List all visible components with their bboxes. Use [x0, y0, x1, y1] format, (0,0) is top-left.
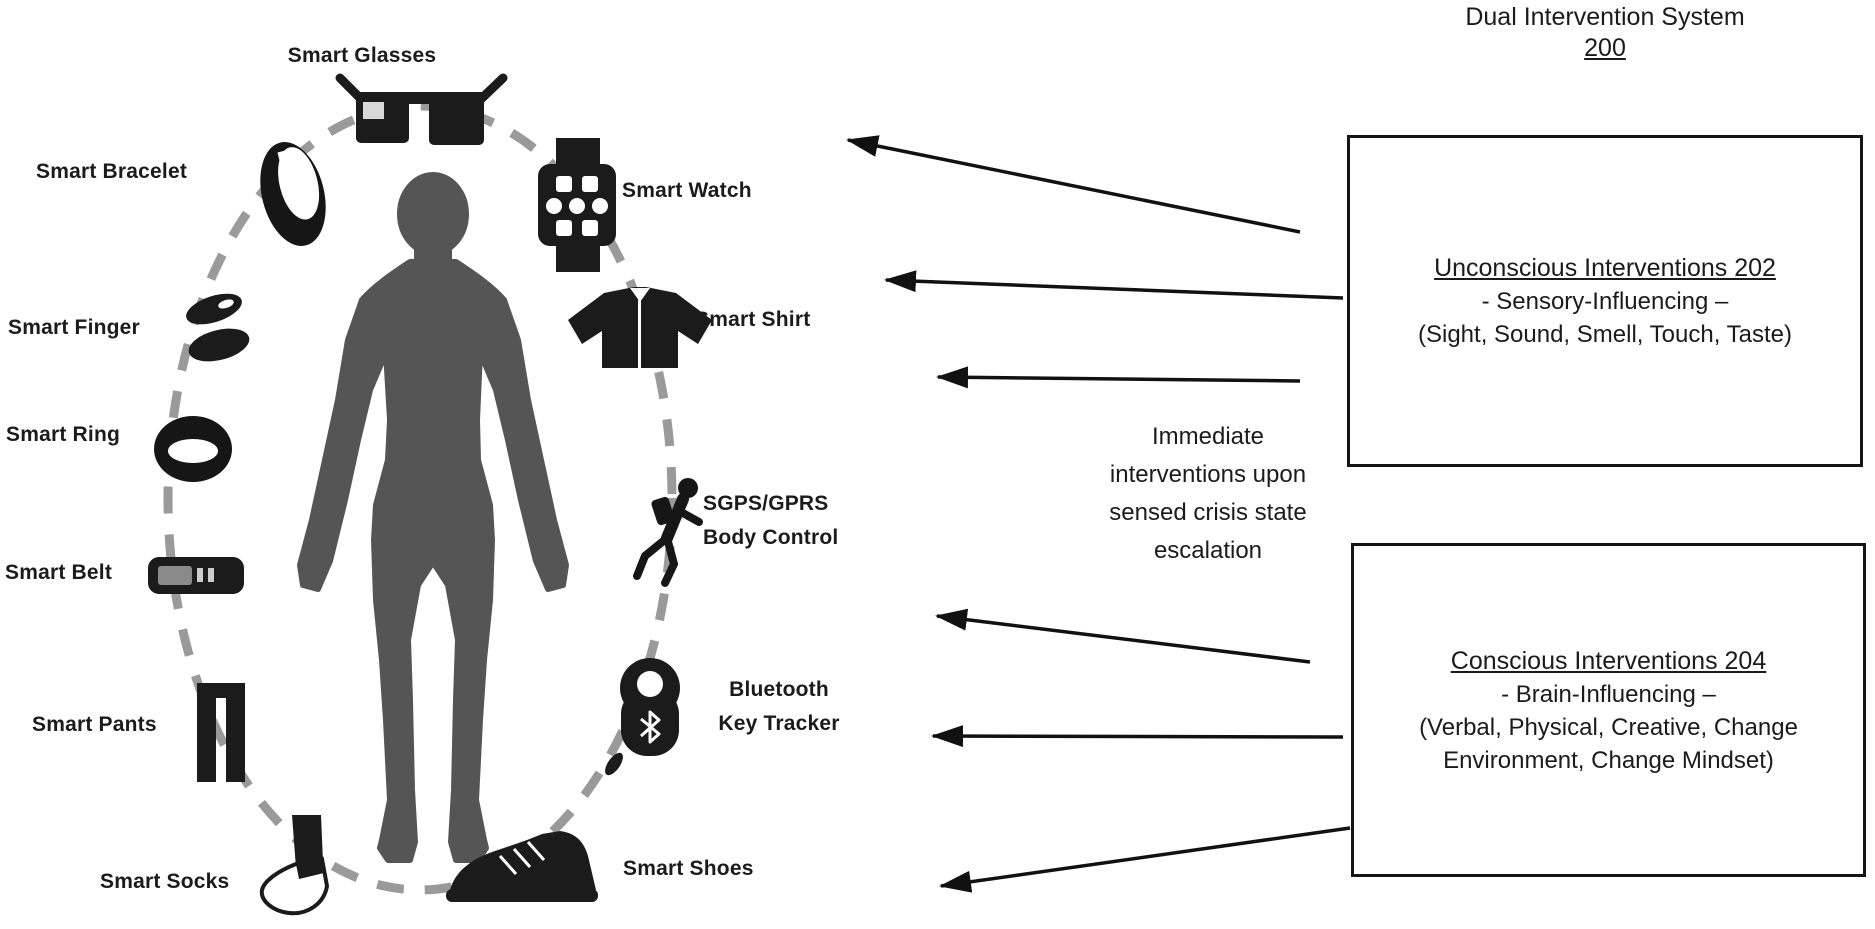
label-smart-shirt: Smart Shirt	[695, 308, 811, 331]
label-bluetooth-line2: Key Tracker	[718, 712, 840, 735]
label-bluetooth-line1: Bluetooth	[729, 678, 829, 701]
arrow-conscious-1	[935, 608, 1311, 664]
shirt-icon	[568, 287, 712, 368]
label-smart-finger: Smart Finger	[8, 316, 140, 339]
arrow-unconscious-1	[846, 135, 1301, 234]
label-smart-socks: Smart Socks	[100, 870, 230, 893]
conscious-box-subtitle: - Brain-Influencing –	[1501, 680, 1716, 708]
device-ring-dashed-ellipse	[163, 101, 677, 895]
belt-icon	[148, 557, 244, 594]
key-fob-icon	[605, 658, 680, 776]
conscious-interventions-box: Conscious Interventions 204 - Brain-Infl…	[1351, 543, 1866, 877]
pants-icon	[197, 683, 245, 782]
conscious-box-detail: (Verbal, Physical, Creative, Change Envi…	[1419, 713, 1798, 774]
arrow-unconscious-2	[884, 270, 1344, 300]
label-smart-glasses: Smart Glasses	[287, 44, 437, 67]
watch-icon	[538, 138, 616, 272]
arrow-unconscious-3	[936, 366, 1301, 389]
sock-icon	[259, 815, 330, 916]
label-bluetooth-key-tracker: Bluetooth Key Tracker	[700, 673, 858, 741]
arrow-conscious-2	[931, 725, 1344, 748]
escalation-note: Immediate interventions upon sensed cris…	[1048, 418, 1368, 570]
unconscious-box-detail: (Sight, Sound, Smell, Touch, Taste)	[1418, 321, 1792, 348]
label-smart-shoes: Smart Shoes	[623, 857, 754, 880]
sneaker-icon	[446, 831, 598, 902]
label-smart-watch: Smart Watch	[622, 179, 752, 202]
unconscious-box-subtitle: - Sensory-Influencing –	[1481, 288, 1729, 315]
figure-reference-number: 200	[1584, 34, 1626, 62]
wifi-waves-icon	[556, 835, 587, 866]
intervention-arrows	[846, 135, 1351, 893]
bracelet-icon	[260, 142, 326, 246]
label-smart-bracelet: Smart Bracelet	[36, 160, 188, 183]
finger-icon	[186, 293, 250, 362]
label-sgps-line1: SGPS/GPRS	[703, 492, 829, 515]
glasses-icon	[335, 73, 508, 145]
ring-icon	[154, 416, 232, 482]
figure-title: Dual Intervention System 200	[1347, 2, 1863, 64]
conscious-box-title: Conscious Interventions 204	[1450, 646, 1767, 675]
arrow-conscious-3	[939, 826, 1351, 893]
escalation-note-line: interventions upon	[1109, 461, 1307, 488]
label-smart-belt: Smart Belt	[5, 561, 113, 584]
human-silhouette	[297, 172, 569, 863]
escalation-note-line: sensed crisis state	[1109, 499, 1307, 526]
label-smart-ring: Smart Ring	[6, 423, 121, 446]
escalation-note-line: Immediate	[1151, 423, 1265, 450]
label-sgps-gprs-body-control: SGPS/GPRS Body Control	[703, 487, 838, 555]
unconscious-interventions-box: Unconscious Interventions 202 - Sensory-…	[1347, 135, 1863, 467]
label-smart-pants: Smart Pants	[32, 713, 157, 736]
figure-title-text: Dual Intervention System	[1465, 3, 1745, 31]
label-sgps-line2: Body Control	[703, 526, 839, 549]
runner-icon	[633, 478, 703, 587]
escalation-note-line: escalation	[1153, 537, 1263, 564]
unconscious-box-title: Unconscious Interventions 202	[1434, 254, 1776, 282]
